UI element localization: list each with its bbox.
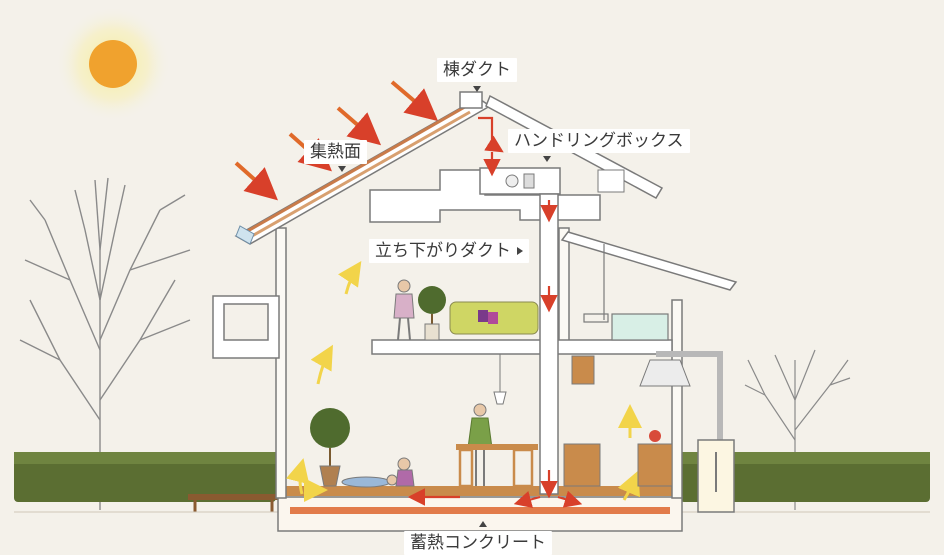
tree-icon [744,349,851,510]
collector-surface-label: 集熱面 [304,140,367,164]
downflow-duct-label: 立ち下がりダクト [369,239,529,263]
handling-box-label: ハンドリングボックス [508,129,690,153]
person-icon [393,279,415,341]
airflow-arrow-icon [407,116,583,509]
collector-surface-pointer [338,166,346,172]
airflow-arrow-icon [285,261,642,502]
sunray-arrow-icon [234,80,439,201]
plant-icon [418,286,446,341]
house-walls [275,227,683,499]
tree-icon [19,177,191,510]
thermal-concrete-pointer [479,521,487,527]
hedge-icon [14,452,930,502]
ridge-duct-label: 棟ダクト [437,58,517,82]
handling-box-unit [479,167,625,195]
thermal-concrete-label: 蓄熱コンクリート [404,531,552,555]
sun-icon [55,6,171,122]
sofa-icon [449,301,539,335]
downflow-duct-label-text: 立ち下がりダクト [375,241,511,261]
person-icon [341,457,415,488]
bathroom-fixtures [583,244,669,341]
person-icon [467,403,493,486]
ridge-duct-pointer [473,86,481,92]
downflow-duct-pointer [517,247,523,255]
handling-box-pointer [543,156,551,162]
plant-icon [310,408,350,487]
